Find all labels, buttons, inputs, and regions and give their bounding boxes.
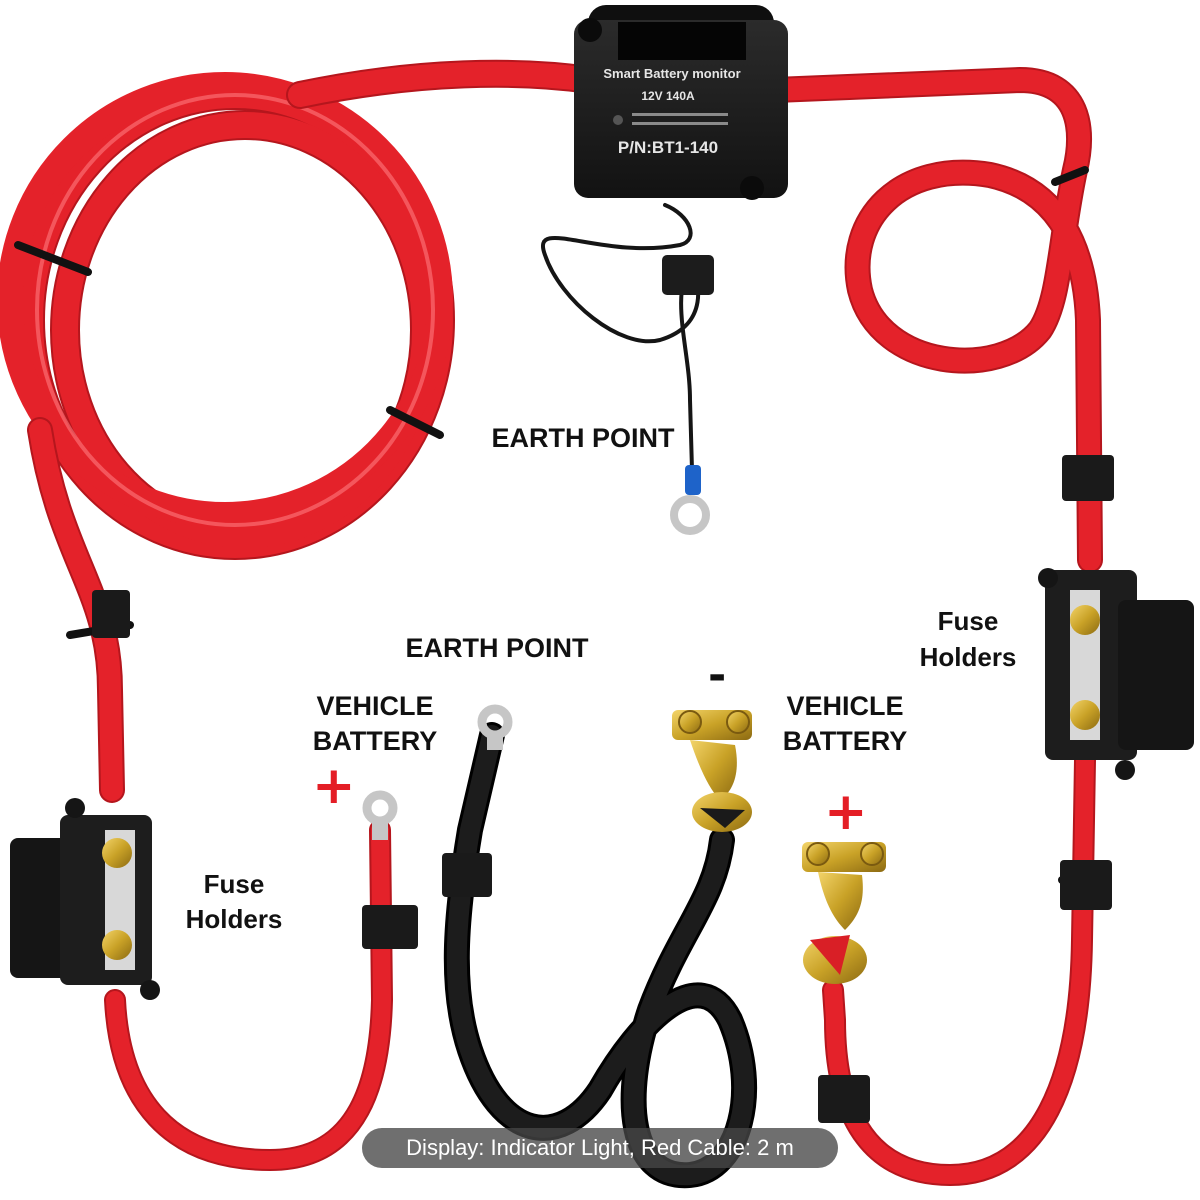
black-earth-cable — [443, 722, 758, 1189]
label-fuse-holders-right-1: Fuse — [937, 606, 999, 636]
cable-clip — [818, 1075, 870, 1123]
cable-clip — [442, 853, 492, 897]
left-red-cable — [0, 59, 604, 1172]
device-title: Smart Battery monitor — [603, 66, 740, 81]
label-vehicle-battery-right-2: BATTERY — [782, 726, 908, 756]
cable-clip — [92, 590, 130, 638]
positive-ring-lug-left — [362, 790, 398, 840]
fuse-holder-left — [10, 798, 160, 1000]
earth-wire-sleeve — [685, 465, 701, 495]
label-vehicle-battery-left-1: VEHICLE — [316, 691, 434, 721]
plus-sign-left: + — [312, 756, 356, 816]
device-rating: 12V 140A — [641, 89, 695, 103]
earth-wire-connector — [662, 255, 714, 295]
minus-sign: - — [708, 650, 727, 701]
negative-battery-terminal — [672, 710, 752, 832]
cable-clip — [1060, 860, 1112, 910]
earth-ring-terminal — [670, 495, 710, 535]
plus-sign-right: + — [824, 782, 868, 842]
label-vehicle-battery-right-1: VEHICLE — [786, 691, 904, 721]
label-fuse-holders-left-2: Holders — [185, 904, 283, 934]
fuse-holder-right — [1038, 568, 1194, 780]
label-earth-point-mid: EARTH POINT — [405, 633, 589, 663]
cable-clip — [362, 905, 418, 949]
label-fuse-holders-right-2: Holders — [919, 642, 1017, 672]
label-vehicle-battery-left-2: BATTERY — [312, 726, 438, 756]
caption-pill: Display: Indicator Light, Red Cable: 2 m — [362, 1128, 838, 1168]
device-part-number: P/N:BT1-140 — [618, 138, 718, 157]
earth-ring-lug-black — [477, 704, 513, 750]
smart-battery-monitor: Smart Battery monitor 12V 140A P/N:BT1-1… — [574, 5, 788, 200]
positive-battery-terminal — [802, 842, 886, 984]
label-fuse-holders-left-1: Fuse — [203, 869, 265, 899]
cable-clip — [1062, 455, 1114, 501]
label-earth-point-top: EARTH POINT — [491, 423, 675, 453]
